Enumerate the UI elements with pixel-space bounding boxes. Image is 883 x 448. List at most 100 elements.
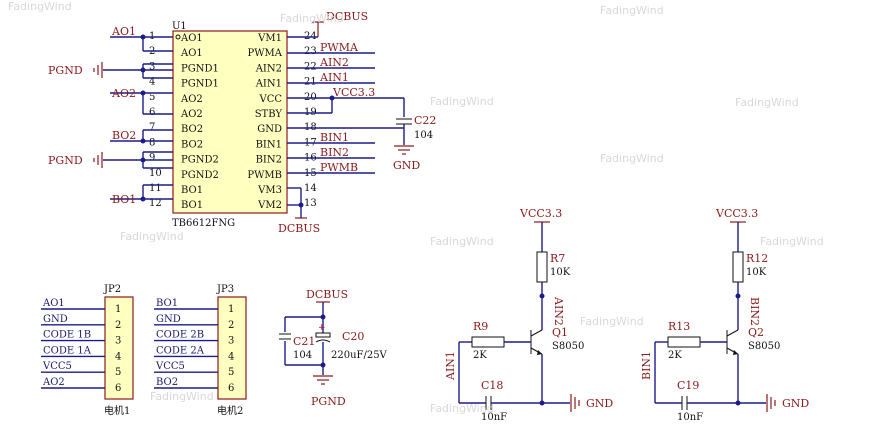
u1-pin-num-left: 4 xyxy=(149,77,155,88)
u1-pin-num-left: 11 xyxy=(149,183,162,194)
watermark-1: FadingWind xyxy=(8,0,72,13)
u1-pin-name-right: VM3 xyxy=(257,185,282,196)
jp2-net-label: VCC5 xyxy=(42,361,72,372)
jp3-net-label: GND xyxy=(156,314,181,325)
channel-b-circuit: VCC3.3 R12 10K BIN2 Q2 S8050 R13 2K BIN1… xyxy=(640,207,809,423)
c20-ref: C20 xyxy=(342,330,364,343)
c19-ref: C19 xyxy=(677,379,699,392)
jp3-net-label: CODE 2A xyxy=(156,345,205,356)
jp2-net-label: AO2 xyxy=(42,377,65,388)
u1-pin-name-right: AIN1 xyxy=(255,79,282,90)
u1-pin-name-right: PWMA xyxy=(248,48,283,59)
u1-pin-name-left: AO1 xyxy=(180,33,203,44)
u1-pin-name-left: PGND1 xyxy=(181,63,219,74)
net-pwmb-u1: PWMB xyxy=(320,161,358,174)
c22-ref: C22 xyxy=(414,114,436,127)
r12-value: 10K xyxy=(746,267,767,278)
ch-b-vcc: VCC3.3 xyxy=(715,207,758,220)
channel-a-circuit: VCC3.3 R7 10K AIN2 Q1 S8050 R9 2K AIN1 C… xyxy=(444,207,613,423)
u1-pin-name-right: VM2 xyxy=(257,200,282,211)
jp3-pin-num: 5 xyxy=(228,367,234,378)
r13-ref: R13 xyxy=(668,320,690,333)
net-pwma: PWMA xyxy=(320,41,359,54)
pgnd-symbol-caps xyxy=(313,375,333,385)
jp2-pin-num: 3 xyxy=(115,336,121,347)
u1-pin-num-right: 21 xyxy=(304,77,317,88)
u1-pin-num-left: 6 xyxy=(149,107,155,118)
u1-pin-name-left: PGND2 xyxy=(181,170,219,181)
jp2-net-label: CODE 1A xyxy=(43,345,92,356)
c22-capacitor xyxy=(396,118,412,145)
jp3-pin-num: 4 xyxy=(228,351,234,362)
u1-pin-num-right: 23 xyxy=(304,46,317,57)
u1-pin-name-left: PGND2 xyxy=(181,155,219,166)
u1-pin-name-left: PGND1 xyxy=(181,79,219,90)
jp3-pin-num: 2 xyxy=(228,320,234,331)
u1-pin-num-left: 8 xyxy=(149,137,155,148)
gnd-label-ch-b: GND xyxy=(782,397,809,410)
jp2-pin-num: 6 xyxy=(115,383,121,394)
u1-pin-name-left: BO1 xyxy=(181,185,203,196)
u1-part: TB6612FNG xyxy=(172,218,235,229)
u1-pin1-marker xyxy=(175,34,181,40)
c19-value: 10nF xyxy=(677,412,703,423)
u1-pin-num-left: 10 xyxy=(149,168,162,179)
r7-ref: R7 xyxy=(550,252,565,265)
c20-plus: + xyxy=(318,323,326,333)
net-pgnd-a: PGND xyxy=(48,64,83,77)
pgnd-label-caps: PGND xyxy=(311,395,346,408)
c21-ref: C21 xyxy=(293,335,315,348)
q1-part: S8050 xyxy=(552,341,584,352)
r12-ref: R12 xyxy=(746,252,768,265)
jp3-ref: JP3 xyxy=(216,284,234,295)
watermark-9: FadingWind xyxy=(760,235,824,248)
u1-pin-name-left: AO2 xyxy=(180,109,203,120)
jp3-net-label: BO2 xyxy=(156,377,178,388)
jp2-net-label: AO1 xyxy=(42,298,65,309)
jp2-pin-num: 2 xyxy=(115,320,121,331)
jp2-pin-num: 5 xyxy=(115,367,121,378)
u1-left-wiring: AO1 PGND AO2 BO2 PGND xyxy=(48,25,173,206)
c21-value: 104 xyxy=(293,350,312,361)
u1-body xyxy=(172,30,288,214)
gnd-label-ch-a: GND xyxy=(586,397,613,410)
net-bin1-u1: BIN1 xyxy=(320,131,349,144)
net-dcbus-bottom: DCBUS xyxy=(278,222,320,235)
u1-pin-name-right: STBY xyxy=(255,109,283,120)
power-caps: DCBUS C21 104 + C20 220uF/25V PGND xyxy=(279,288,388,408)
watermark-11: FadingWind xyxy=(150,390,214,403)
c22-value: 104 xyxy=(414,130,433,141)
jp3-net-label: CODE 2B xyxy=(156,330,204,341)
watermark-5: FadingWind xyxy=(735,96,799,109)
u1-pin-num-left: 7 xyxy=(149,122,155,133)
net-ain2-u1: AIN2 xyxy=(319,56,349,69)
u1-pin-num-left: 9 xyxy=(149,153,155,164)
jp3-net-label: BO1 xyxy=(156,298,178,309)
watermarks: FadingWind FadingWind FadingWind FadingW… xyxy=(8,0,824,415)
watermark-4: FadingWind xyxy=(430,95,494,108)
gnd-symbol-ch-a xyxy=(570,394,580,412)
u1-pin-name-right: VCC xyxy=(258,94,282,105)
r13-value: 2K xyxy=(668,350,682,361)
q2-part: S8050 xyxy=(748,341,780,352)
net-ao1: AO1 xyxy=(111,25,136,38)
jp2-net-label: CODE 1B xyxy=(43,330,91,341)
q1-ref: Q1 xyxy=(552,326,568,339)
u1-pin-num-left: 12 xyxy=(149,198,162,209)
pgnd-symbol-b xyxy=(93,152,103,168)
u1-pin-name-right: AIN2 xyxy=(255,63,282,74)
c18-value: 10nF xyxy=(481,412,507,423)
net-bin1-input: BIN1 xyxy=(640,351,653,380)
net-gnd-c22: GND xyxy=(393,159,420,172)
watermark-12: FadingWind xyxy=(430,402,494,415)
net-vcc33-u1: VCC3.3 xyxy=(332,86,375,99)
u1-pin-name-right: BIN1 xyxy=(256,139,282,150)
jp2-net-label: GND xyxy=(43,314,68,325)
jp3-pin-num: 3 xyxy=(228,336,234,347)
u1-pin-name-left: BO1 xyxy=(181,200,203,211)
jp2-caption: 电机1 xyxy=(104,404,130,417)
